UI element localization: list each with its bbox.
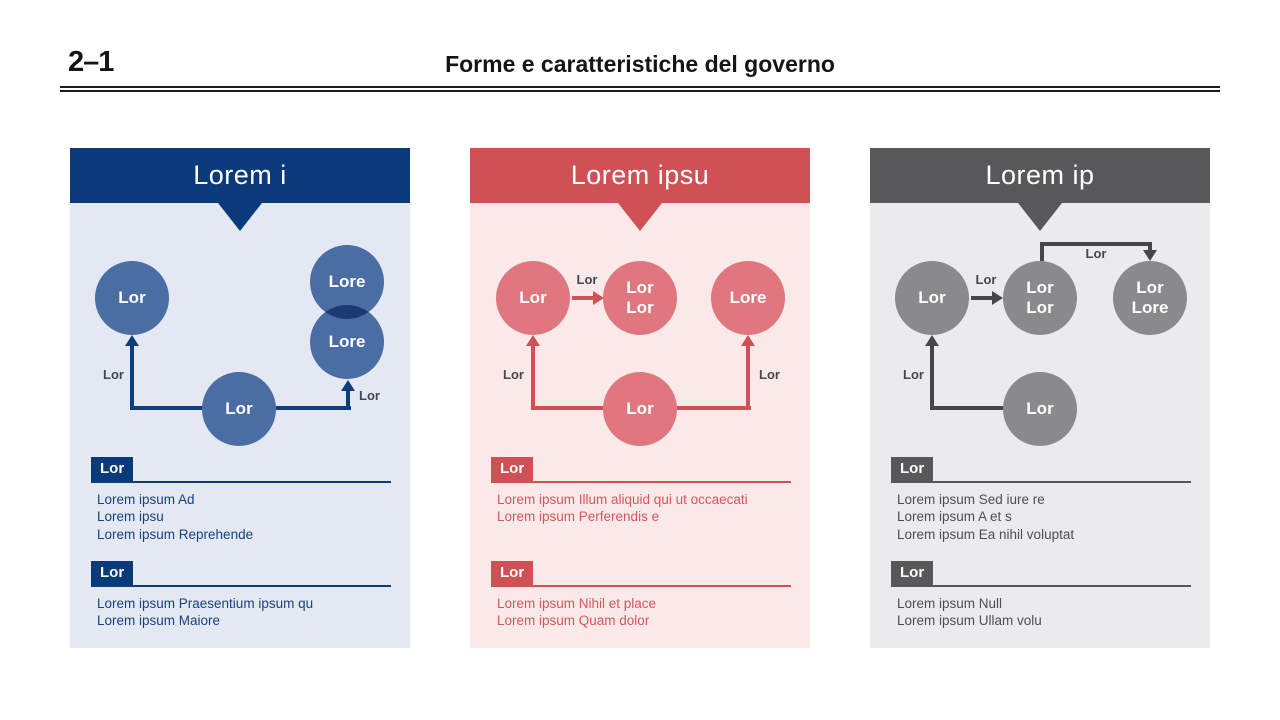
section-number: 2–1 <box>68 46 114 78</box>
arrow-label: Lor <box>759 367 780 382</box>
page-title: Forme e caratteristiche del governo <box>445 51 835 77</box>
section-rule <box>91 585 391 587</box>
panel-lorem-ipsu: Lorem ipsu Lor Lor Lor Lor Lor Lor Lore … <box>470 148 810 648</box>
node-circle: Lor <box>1003 372 1077 446</box>
section-line: Lorem ipsum Sed iure re <box>897 492 1045 507</box>
section-badge: Lor <box>491 457 534 481</box>
arrowhead-right-icon <box>593 291 604 305</box>
node-circle: Lor <box>895 261 969 335</box>
arrow-label: Lor <box>576 272 598 287</box>
section-rule <box>491 481 791 483</box>
section-badge: Lor <box>891 561 934 585</box>
arrow-line <box>677 406 751 410</box>
section-line: Lorem ipsum Nihil et place <box>497 596 657 611</box>
arrow-line <box>971 296 993 300</box>
section-rule <box>491 585 791 587</box>
panel-header: Lorem i <box>70 148 410 203</box>
panel-title: Lorem ipsu <box>570 160 710 190</box>
header-pointer-icon <box>618 203 662 231</box>
panel-lorem-ip: Lorem ip Lor Lor Lor Lor Lor Lor Lor Lor… <box>870 148 1210 648</box>
section-badge: Lor <box>91 457 134 481</box>
text-section: Lor Lorem ipsum Nihil et place Lorem ips… <box>491 561 791 628</box>
section-rule <box>891 585 1191 587</box>
arrow-line <box>531 406 605 410</box>
arrow-line <box>1040 242 1044 261</box>
section-lines: Lorem ipsum Ad Lorem ipsu Lorem ipsum Re… <box>97 491 253 543</box>
panel-header: Lorem ip <box>870 148 1210 203</box>
arrow-label: Lor <box>975 272 997 287</box>
section-line: Lorem ipsum Null <box>897 596 1003 611</box>
section-line: Lorem ipsum Quam dolor <box>497 613 650 629</box>
arrow-line <box>130 406 204 410</box>
section-line: Lorem ipsum A et s <box>897 509 1012 525</box>
section-lines: Lorem ipsum Sed iure re Lorem ipsum A et… <box>897 491 1074 543</box>
node-circle: Lor <box>496 261 570 335</box>
arrow-line <box>130 345 134 410</box>
section-badge: Lor <box>891 457 934 481</box>
section-lines: Lorem ipsum Praesentium ipsum qu Lorem i… <box>97 595 313 630</box>
arrow-line <box>572 296 594 300</box>
arrowhead-up-icon <box>526 335 540 346</box>
section-lines: Lorem ipsum Illum aliquid qui ut occaeca… <box>497 491 748 526</box>
node-circle: Lor Lore <box>1113 261 1187 335</box>
arrow-line <box>346 390 350 410</box>
node-circle: Lore <box>310 305 384 379</box>
arrowhead-up-icon <box>925 335 939 346</box>
section-line: Lorem ipsum Maiore <box>97 613 221 629</box>
text-section: Lor Lorem ipsum Null Lorem ipsum Ullam v… <box>891 561 1191 628</box>
panel-title: Lorem i <box>193 160 287 190</box>
header-pointer-icon <box>218 203 262 231</box>
arrow-line <box>930 406 1005 410</box>
section-badge: Lor <box>91 561 134 585</box>
section-line: Lorem ipsum Perferendis e <box>497 509 660 525</box>
node-circle: Lor Lor <box>603 261 677 335</box>
panel-lorem-i: Lorem i Lor Lor Lor Lore Lore Lor Lor Lo… <box>70 148 410 648</box>
section-lines: Lorem ipsum Nihil et place Lorem ipsum Q… <box>497 595 656 630</box>
node-circle: Lor <box>95 261 169 335</box>
header-pointer-icon <box>1018 203 1062 231</box>
arrow-label: Lor <box>103 367 124 382</box>
arrowhead-up-icon <box>341 380 355 391</box>
section-line: Lorem ipsum Ullam volu <box>897 613 1042 629</box>
section-line: Lorem ipsum Reprehende <box>97 526 254 542</box>
text-section: Lor Lorem ipsum Sed iure re Lorem ipsum … <box>891 457 1191 542</box>
section-rule <box>891 481 1191 483</box>
section-rule <box>91 481 391 483</box>
arrow-label: Lor <box>503 367 524 382</box>
section-line: Lorem ipsum Ad <box>97 492 195 507</box>
section-line: Lorem ipsum Ea nihil voluptat <box>897 526 1075 542</box>
text-section: Lor Lorem ipsum Ad Lorem ipsu Lorem ipsu… <box>91 457 391 542</box>
arrowhead-up-icon <box>741 335 755 346</box>
arrow-label: Lor <box>359 388 380 403</box>
arrow-line <box>276 406 351 410</box>
arrow-label: Lor <box>903 367 924 382</box>
panel-header: Lorem ipsu <box>470 148 810 203</box>
section-line: Lorem ipsum Praesentium ipsum qu <box>97 596 314 611</box>
node-circle: Lor <box>202 372 276 446</box>
text-section: Lor Lorem ipsum Praesentium ipsum qu Lor… <box>91 561 391 628</box>
text-section: Lor Lorem ipsum Illum aliquid qui ut occ… <box>491 457 791 524</box>
section-badge: Lor <box>491 561 534 585</box>
arrow-line <box>1148 242 1152 252</box>
arrow-label: Lor <box>1085 246 1107 261</box>
arrowhead-down-icon <box>1143 250 1157 261</box>
node-circle: Lor <box>603 372 677 446</box>
panel-title: Lorem ip <box>985 160 1095 190</box>
arrow-line <box>930 345 934 410</box>
section-lines: Lorem ipsum Null Lorem ipsum Ullam volu <box>897 595 1042 630</box>
node-circle: Lor Lor <box>1003 261 1077 335</box>
arrowhead-up-icon <box>125 335 139 346</box>
arrow-line <box>746 345 750 410</box>
node-circle: Lore <box>711 261 785 335</box>
header-divider <box>60 86 1220 92</box>
arrow-line <box>531 345 535 410</box>
section-line: Lorem ipsum Illum aliquid qui ut occaeca… <box>497 492 748 507</box>
arrowhead-right-icon <box>992 291 1003 305</box>
arrow-line <box>1040 242 1152 246</box>
section-line: Lorem ipsu <box>97 509 164 525</box>
